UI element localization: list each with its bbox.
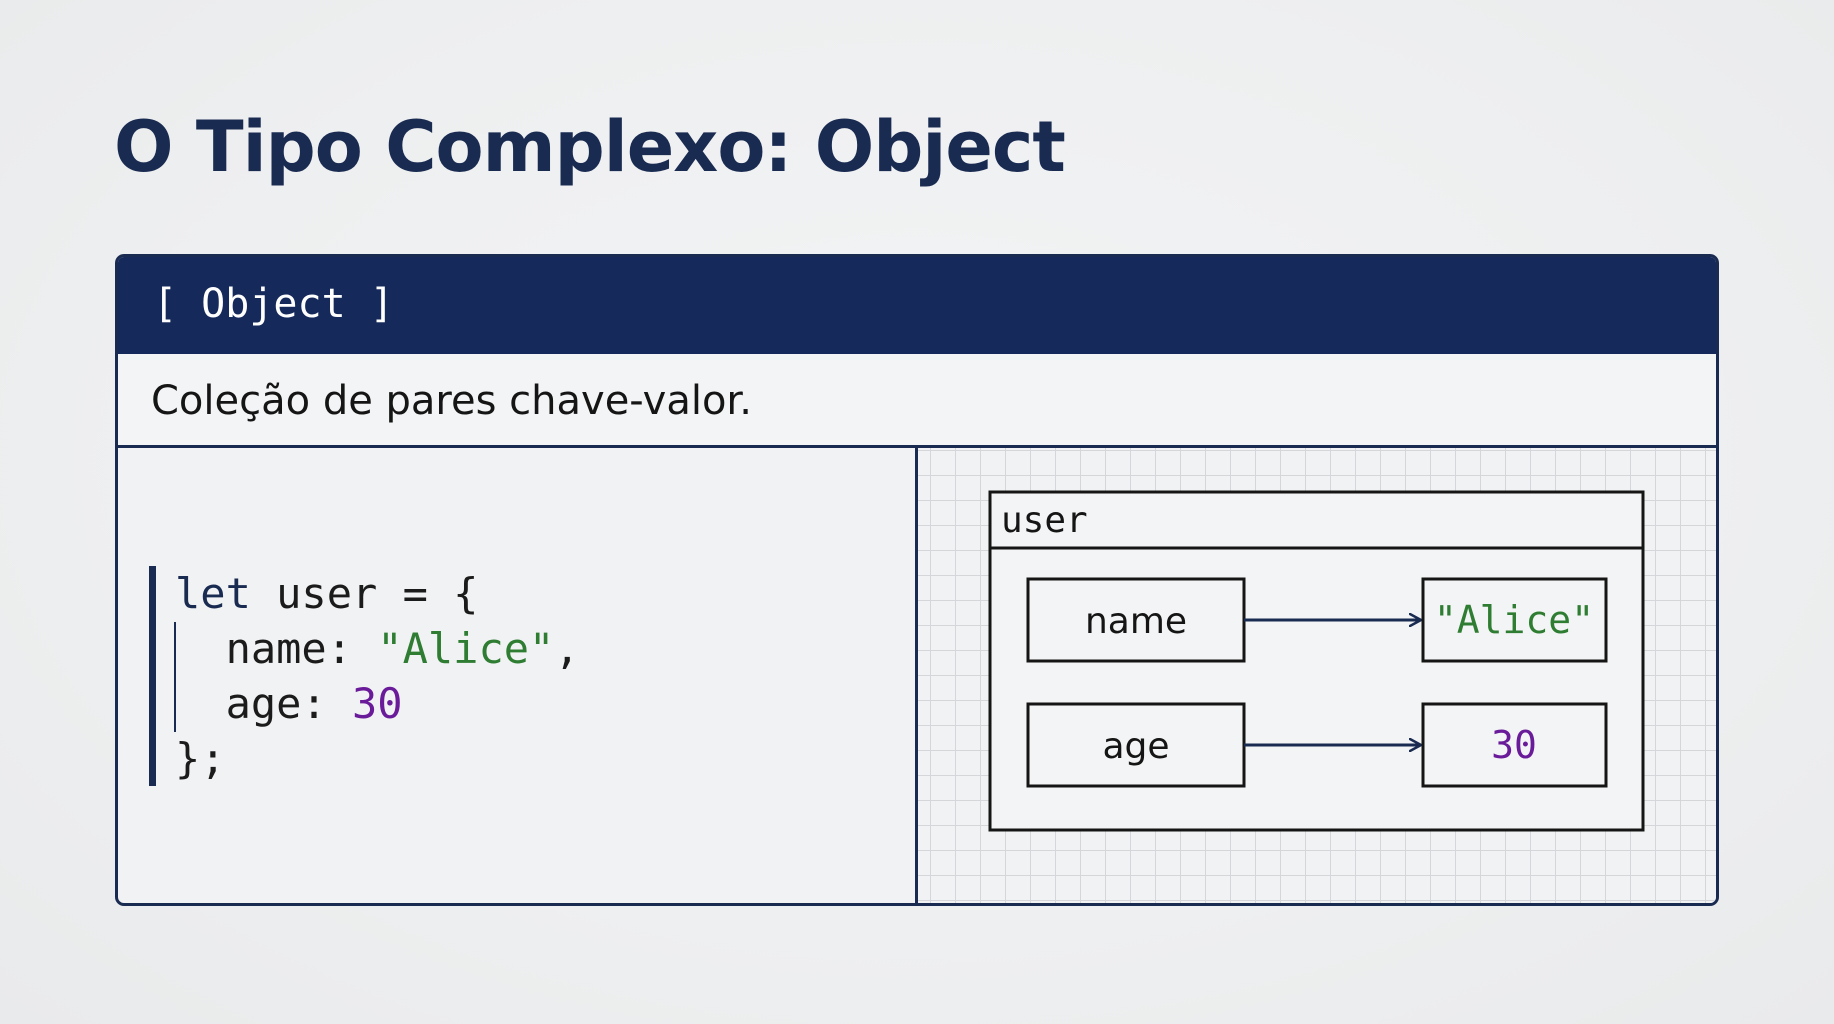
value-box-name bbox=[1421, 577, 1608, 663]
code-accent-bar bbox=[149, 566, 156, 786]
diagram-pane: user name "Alice" age 30 bbox=[918, 448, 1716, 903]
value-label-name: "Alice" bbox=[1434, 598, 1594, 642]
code-block: let user = { name: "Alice", age: 30 }; bbox=[175, 566, 580, 786]
key-label-name: name bbox=[1085, 601, 1187, 642]
page-title: O Tipo Complexo: Object bbox=[114, 106, 1066, 188]
code-token: "Alice" bbox=[377, 624, 555, 673]
value-label-age: 30 bbox=[1491, 723, 1537, 767]
code-token: , bbox=[554, 624, 580, 673]
code-token: 30 bbox=[352, 679, 403, 728]
key-label-age: age bbox=[1102, 726, 1169, 767]
card-description-row: Coleção de pares chave-valor. bbox=[118, 354, 1716, 448]
card-description: Coleção de pares chave-valor. bbox=[151, 378, 752, 424]
object-card: [ Object ] Coleção de pares chave-valor.… bbox=[115, 254, 1719, 906]
code-token: }; bbox=[175, 734, 226, 783]
code-indent-guide bbox=[174, 622, 176, 732]
key-box-age bbox=[1026, 702, 1246, 788]
card-header: [ Object ] bbox=[118, 257, 1716, 354]
card-header-label: [ Object ] bbox=[153, 281, 394, 327]
value-box-age bbox=[1421, 702, 1608, 788]
object-diagram: user name "Alice" age 30 bbox=[988, 490, 1645, 832]
code-token: age: bbox=[175, 679, 353, 728]
code-token: name: bbox=[175, 624, 378, 673]
object-name-label: user bbox=[1001, 500, 1088, 541]
code-token: let bbox=[175, 569, 251, 618]
code-token: user = { bbox=[250, 569, 479, 618]
code-pane: let user = { name: "Alice", age: 30 }; bbox=[118, 448, 918, 903]
key-box-name bbox=[1026, 577, 1246, 663]
